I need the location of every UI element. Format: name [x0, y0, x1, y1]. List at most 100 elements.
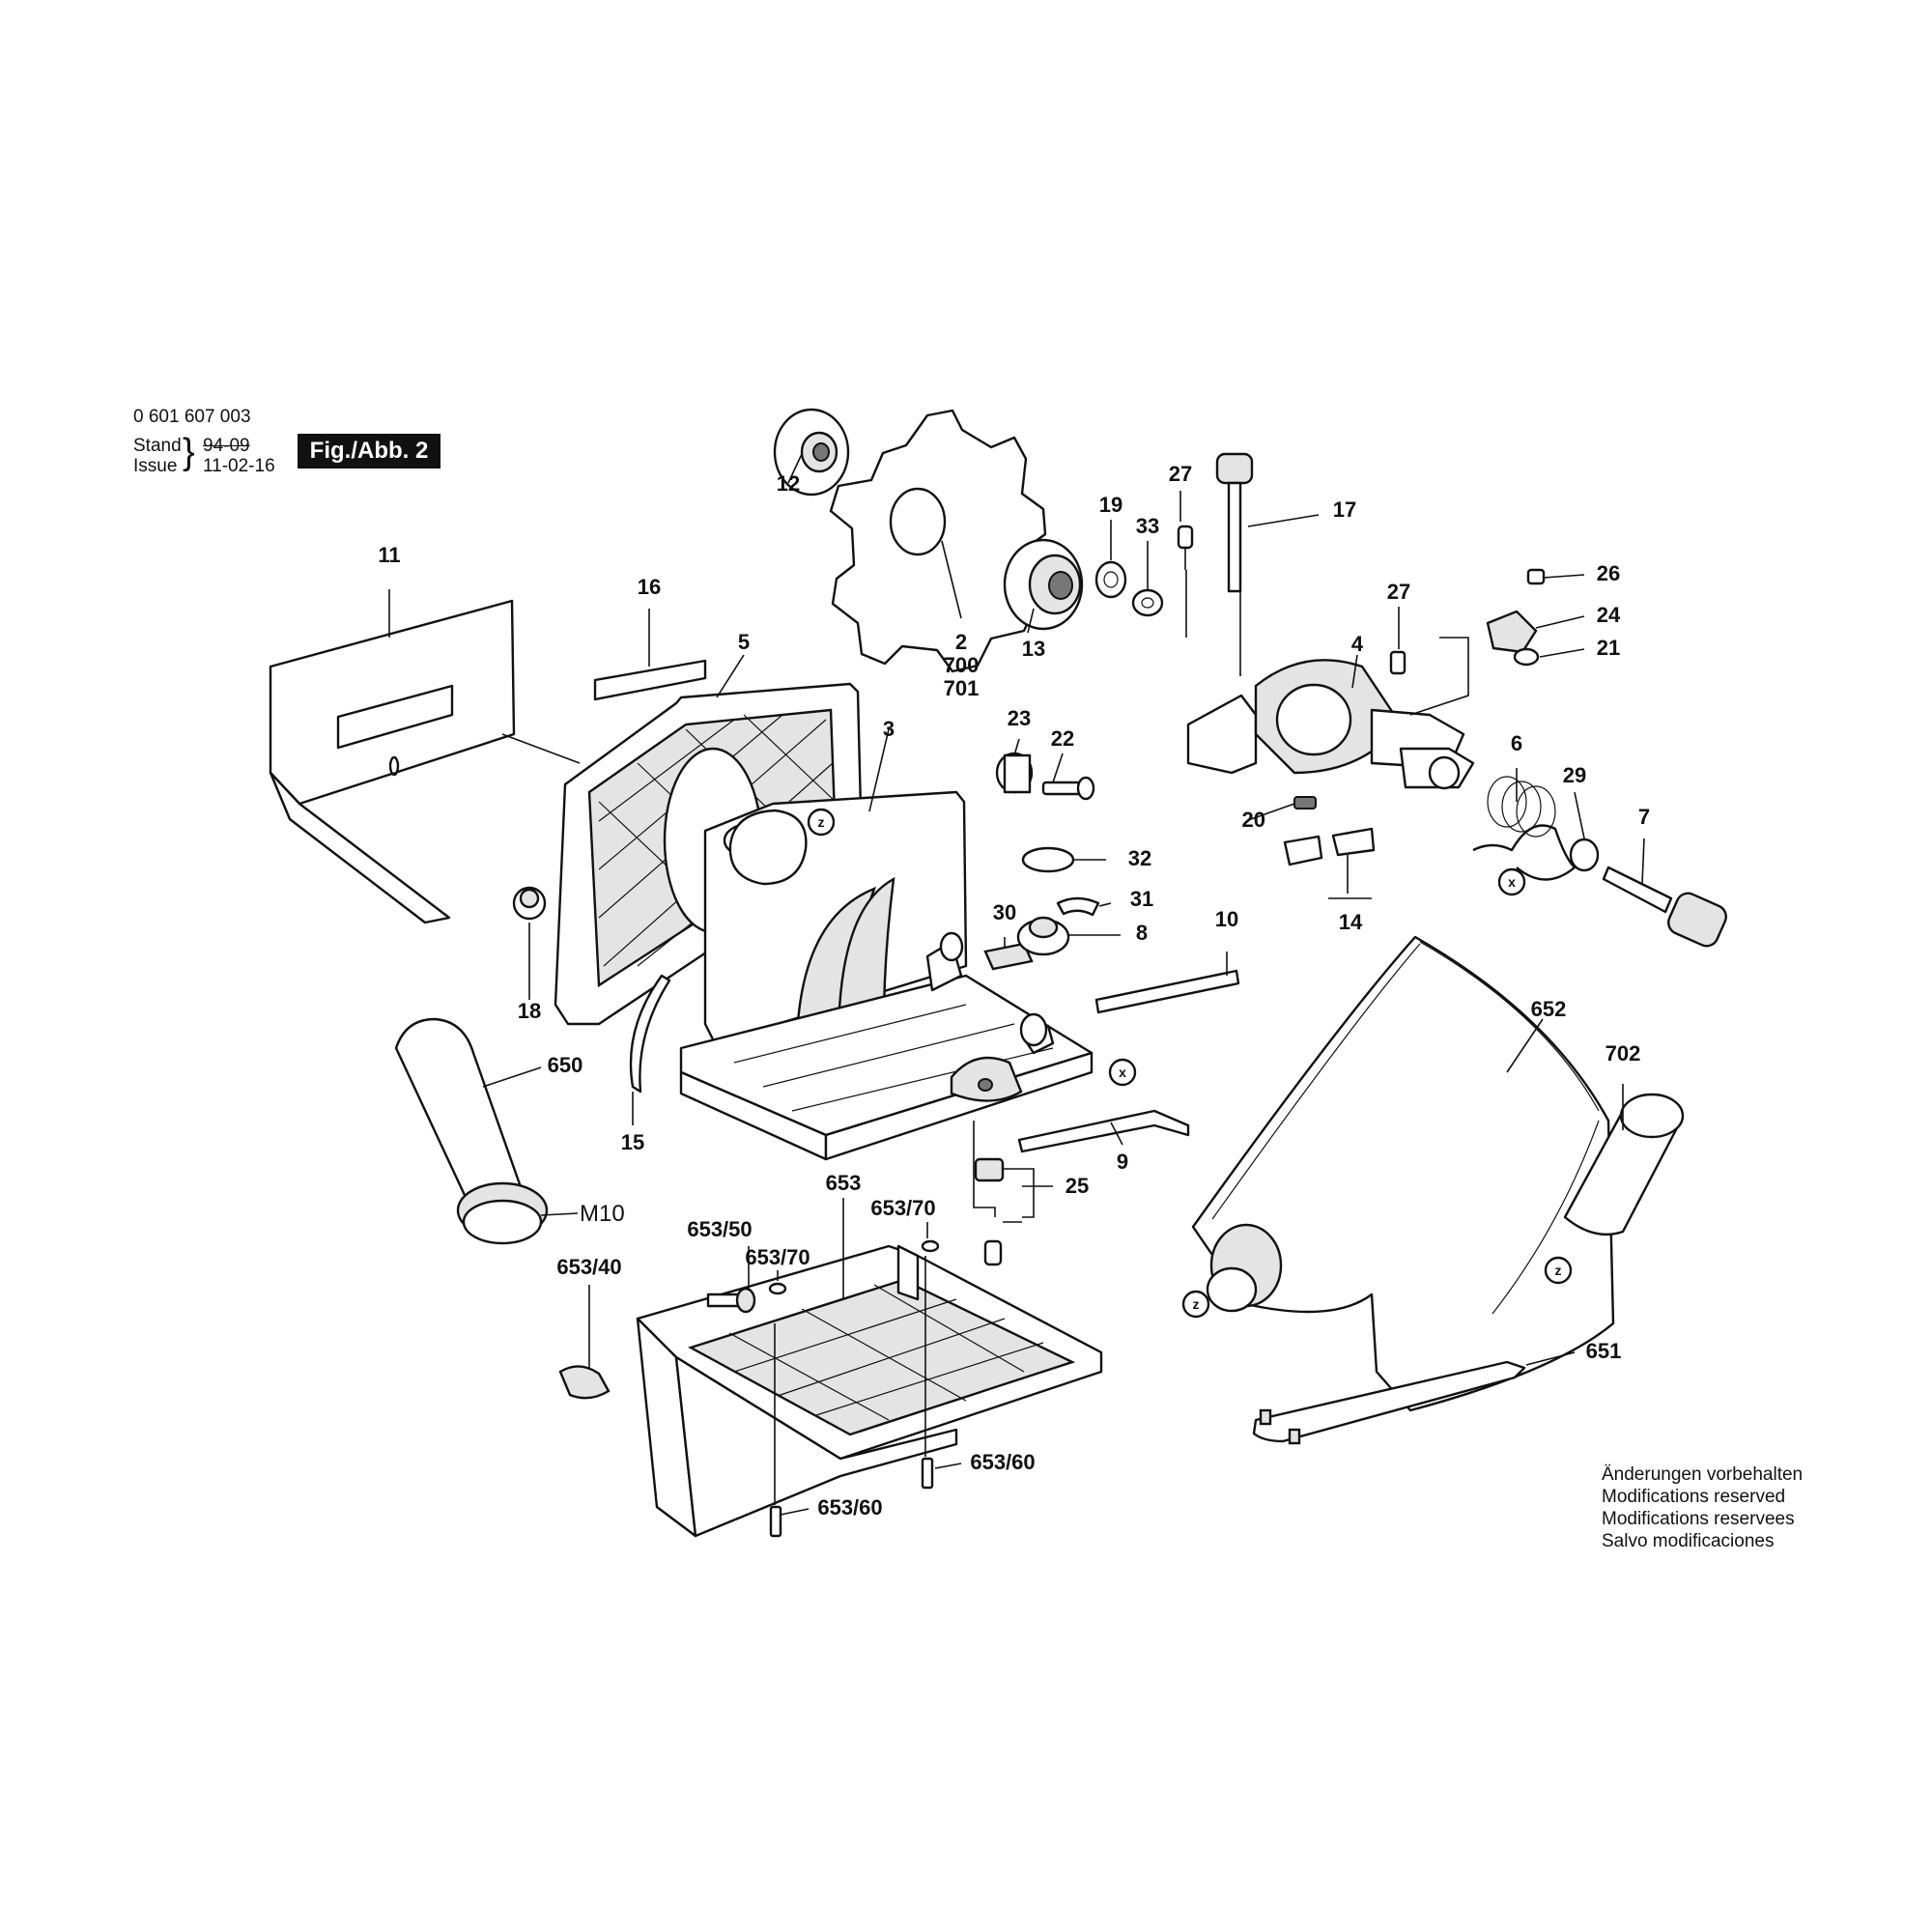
- stand-date: 94-09: [203, 436, 250, 456]
- brace: }: [183, 432, 195, 472]
- callout-23: 23: [1008, 706, 1031, 730]
- callout-5: 5: [738, 630, 750, 654]
- marker-x-2: x: [1497, 867, 1526, 896]
- callout-2: 2: [955, 630, 967, 654]
- callout-27-b: 27: [1387, 580, 1410, 604]
- part-13-inner-flange: [1003, 538, 1084, 631]
- callout-653-70-a: 653/70: [745, 1245, 810, 1269]
- part-24-cam: [1486, 610, 1538, 654]
- callout-m10: M10: [580, 1201, 625, 1227]
- marker-z-2: z: [1181, 1290, 1210, 1319]
- part-702-adapter: [1563, 1093, 1685, 1236]
- part-652-dust-bag: [1191, 935, 1615, 1412]
- callout-33: 33: [1136, 514, 1159, 538]
- part-32-washer: [1021, 846, 1075, 873]
- callout-4: 4: [1351, 632, 1364, 656]
- stand-label: Stand: [133, 436, 182, 456]
- part-8-knob-nut: [1016, 916, 1070, 956]
- callout-650: 650: [548, 1053, 583, 1077]
- callout-27-a: 27: [1169, 462, 1192, 486]
- part-3-base-plate: [679, 790, 1094, 1161]
- callout-653-50: 653/50: [687, 1217, 752, 1241]
- callout-653: 653: [826, 1171, 862, 1195]
- callout-26: 26: [1597, 561, 1620, 585]
- callout-9: 9: [1117, 1150, 1128, 1174]
- part-33-washer: [1131, 588, 1164, 617]
- callout-32: 32: [1128, 846, 1151, 870]
- part-14-clips: [1283, 827, 1376, 867]
- callout-21: 21: [1597, 636, 1620, 660]
- note-es: Salvo modificaciones: [1602, 1531, 1775, 1551]
- issue-label: Issue: [133, 456, 178, 476]
- part-17-clamp-screw: [1215, 452, 1254, 593]
- callout-17: 17: [1333, 497, 1356, 522]
- svg-text:z: z: [1193, 1296, 1200, 1312]
- part-653-70-washer-b: [921, 1239, 940, 1253]
- callout-10: 10: [1215, 907, 1238, 931]
- part-6-spring: [1472, 776, 1577, 881]
- callout-18: 18: [518, 999, 541, 1023]
- part-653-50-screw: [706, 1287, 756, 1314]
- callout-6: 6: [1511, 731, 1522, 755]
- part-26-screw: [1526, 568, 1546, 585]
- part-7-rod: [1602, 866, 1727, 948]
- callout-652: 652: [1531, 997, 1567, 1021]
- marker-x-1: x: [1108, 1058, 1137, 1087]
- callout-7: 7: [1638, 805, 1650, 829]
- callout-29: 29: [1563, 763, 1586, 787]
- callout-labels: 11 16 5 3 12 2 700 701 13 19 33 27 17 27…: [378, 462, 1650, 1520]
- issue-date: 11-02-16: [203, 456, 275, 476]
- part-18-knob: [512, 886, 547, 921]
- svg-text:x: x: [1119, 1065, 1126, 1080]
- part-9-hex-key: [1017, 1109, 1190, 1153]
- callout-700: 700: [944, 653, 980, 677]
- part-653-40-knob: [558, 1365, 611, 1400]
- part-15-spring: [629, 974, 671, 1094]
- part-number: 0 601 607 003: [133, 407, 251, 427]
- part-650-handle: [394, 1017, 549, 1245]
- callout-24: 24: [1597, 603, 1621, 627]
- callout-3: 3: [883, 717, 895, 741]
- callout-653-60-b: 653/60: [970, 1450, 1035, 1474]
- callout-15: 15: [621, 1130, 644, 1154]
- callout-14: 14: [1339, 910, 1363, 934]
- part-27-screw: [1177, 525, 1194, 570]
- callout-22: 22: [1051, 726, 1074, 751]
- leader-lines: [388, 453, 1645, 1516]
- callout-31: 31: [1130, 887, 1153, 911]
- figure-label: Fig./Abb. 2: [298, 434, 440, 469]
- callout-653-70-b: 653/70: [870, 1196, 935, 1220]
- callout-30: 30: [993, 900, 1016, 924]
- note-en: Modifications reserved: [1602, 1487, 1786, 1507]
- callout-16: 16: [638, 575, 661, 599]
- svg-text:z: z: [818, 814, 825, 830]
- marker-z-3: z: [1544, 1256, 1573, 1285]
- callout-12: 12: [777, 471, 800, 496]
- marker-z-1: z: [807, 808, 836, 837]
- callout-20: 20: [1242, 808, 1265, 832]
- callout-13: 13: [1022, 637, 1045, 661]
- part-10-strip: [1094, 969, 1240, 1014]
- modification-notes: Änderungen vorbehalten Modifications res…: [1602, 1463, 1803, 1552]
- part-2-blade: [829, 409, 1047, 673]
- part-16-label: [593, 659, 707, 701]
- part-653-60-screw-a: [769, 1505, 782, 1538]
- part-21-nut: [1513, 647, 1540, 667]
- part-30-plate: [983, 942, 1034, 971]
- part-4-motor-clamp: [1186, 650, 1475, 790]
- part-653-base: [636, 1244, 1103, 1538]
- part-20-grub-screw: [1293, 796, 1317, 810]
- svg-text:z: z: [1555, 1263, 1562, 1278]
- callout-25: 25: [1065, 1174, 1089, 1198]
- callout-702: 702: [1605, 1041, 1641, 1065]
- callout-701: 701: [944, 676, 980, 700]
- part-29-washer: [1569, 838, 1600, 872]
- note-fr: Modifications reservees: [1602, 1509, 1795, 1529]
- callout-653-60-a: 653/60: [817, 1495, 882, 1520]
- callout-651: 651: [1586, 1339, 1622, 1363]
- part-651-spanner: [1252, 1360, 1526, 1445]
- callout-8: 8: [1136, 921, 1148, 945]
- callout-653-40: 653/40: [556, 1255, 621, 1279]
